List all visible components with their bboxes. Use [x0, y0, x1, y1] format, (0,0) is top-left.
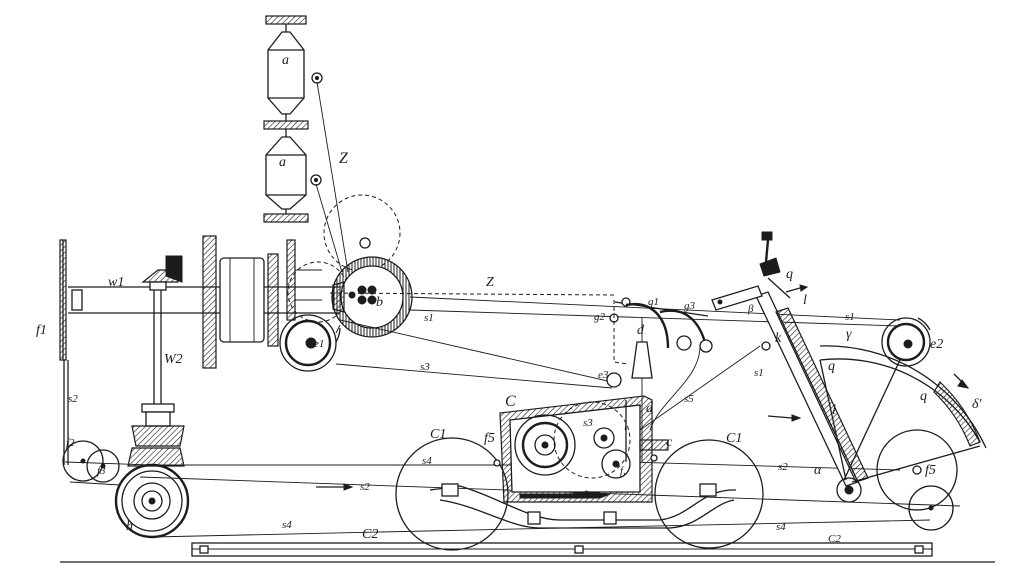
label-gamma: γ [846, 327, 852, 342]
label-f5-box: f5 [484, 431, 495, 446]
label-s3-inner: s3 [583, 417, 593, 429]
bobbin-bottom [263, 129, 322, 223]
thread-z2 [315, 183, 343, 273]
thread-guide [606, 297, 713, 462]
label-s1-far: s1 [845, 311, 855, 323]
label-s4: s4 [422, 455, 432, 467]
large-gear-side [202, 235, 217, 369]
label-s4-right: s4 [776, 521, 786, 533]
label-f6: f, [620, 465, 626, 477]
label-c-box: C [505, 393, 516, 410]
label-k: k [775, 331, 782, 346]
label-f5-right: f5 [925, 463, 936, 478]
arrows [316, 284, 970, 498]
label-z-mid: Z [486, 275, 494, 290]
label-a-top: a [282, 53, 289, 68]
label-s4-lower: s4 [282, 519, 292, 531]
label-c2: C2 [362, 527, 378, 542]
label-f3: f3 [97, 465, 106, 477]
thread-z1 [316, 81, 349, 273]
label-d-lower: d [646, 401, 654, 416]
pulley-f2 [62, 440, 104, 482]
box-c [499, 395, 669, 503]
label-d: d [637, 323, 645, 338]
pulley-e2 [881, 317, 931, 367]
label-s5: s5 [684, 393, 694, 405]
pulley-f5 [876, 429, 958, 511]
label-a-bottom: a [279, 155, 286, 170]
label-e2: e2 [930, 337, 943, 352]
label-g3: g3 [684, 300, 696, 312]
label-w1: w1 [108, 275, 124, 290]
gear-b [331, 256, 413, 338]
label-alpha: α [814, 463, 822, 478]
label-i: i [624, 421, 627, 433]
label-c: c [666, 435, 673, 450]
label-b: b [376, 295, 383, 310]
bevel-gear [141, 255, 183, 291]
vertical-shaft-w2 [127, 290, 185, 467]
arc-frame [819, 345, 987, 483]
label-s2-right: s2 [778, 461, 788, 473]
label-c1-left: C1 [430, 427, 446, 442]
label-l: l [832, 403, 836, 418]
label-c1-right: C1 [726, 431, 742, 446]
label-g2: g2 [594, 311, 606, 323]
drum [219, 257, 265, 343]
label-q-top: q [786, 267, 793, 282]
pivot [836, 477, 862, 503]
label-s2-left: s2 [68, 393, 78, 405]
label-s1: s1 [424, 312, 434, 324]
label-s2-lower: s2 [360, 481, 370, 493]
label-delta: δ' [972, 397, 983, 412]
label-w2: W2 [164, 352, 183, 367]
labels: a a Z Z w1 W2 f1 f2 f3 s2 s1 s3 s4 s2 s4… [36, 53, 983, 545]
label-e3: e3 [598, 369, 609, 381]
label-l-arrow: l [803, 293, 807, 308]
label-s1-right: s1 [754, 367, 764, 379]
ground-rail [60, 542, 995, 563]
gear-side-2 [267, 253, 279, 347]
label-q-arc: q [828, 359, 835, 374]
label-f2: f2 [66, 437, 75, 449]
label-e1: e1 [314, 338, 324, 350]
label-g1: g1 [648, 296, 659, 308]
label-z-upper: Z [339, 150, 349, 167]
pulley-f3 [86, 449, 120, 483]
label-q-arc2: q [920, 389, 927, 404]
label-beta: β [747, 303, 754, 315]
pulley-e1 [279, 314, 341, 372]
bobbin-top [263, 15, 323, 130]
label-f1: f1 [36, 323, 47, 338]
label-s3: s3 [420, 361, 430, 373]
label-c2-right: C2 [828, 533, 841, 545]
label-h: h [126, 519, 133, 534]
pulley-f6 [908, 485, 954, 531]
inclined-arm [711, 231, 869, 487]
